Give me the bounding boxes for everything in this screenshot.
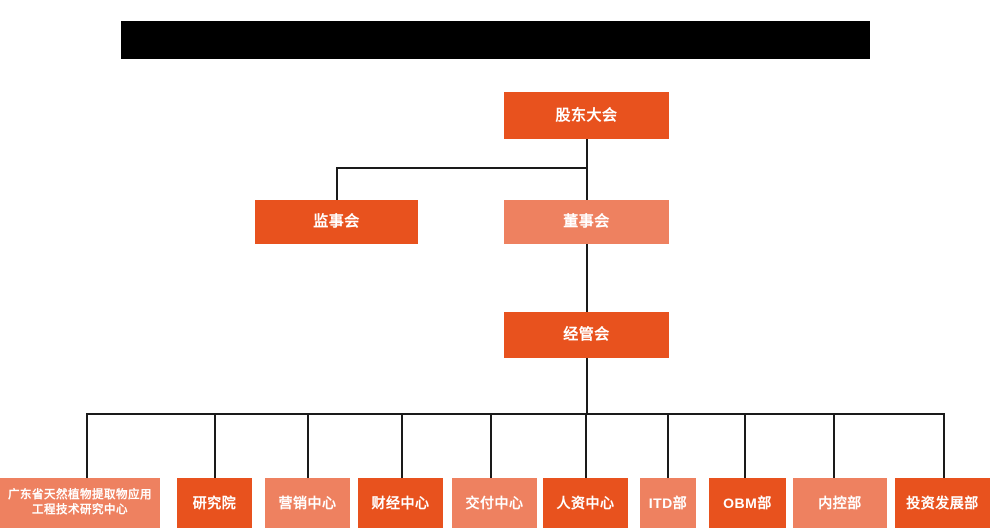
connector-drop-finance-center [401, 413, 403, 478]
node-obm-dept[interactable]: OBM部 [709, 478, 786, 528]
connector-level1-bus [336, 167, 588, 169]
node-shareholders[interactable]: 股东大会 [504, 92, 669, 139]
node-management[interactable]: 经管会 [504, 312, 669, 358]
connector-directors-drop [586, 167, 588, 200]
connector-level4-bus [86, 413, 945, 415]
node-delivery-center[interactable]: 交付中心 [452, 478, 537, 528]
connector-drop-obm-dept [744, 413, 746, 478]
node-research-center[interactable]: 广东省天然植物提取物应用工程技术研究中心 [0, 478, 160, 528]
redacted-title-banner [121, 21, 870, 59]
node-supervisors[interactable]: 监事会 [255, 200, 418, 244]
connector-drop-marketing-center [307, 413, 309, 478]
connector-shareholders-stem [586, 138, 588, 169]
connector-drop-research-center [86, 413, 88, 478]
connector-drop-hr-center [585, 413, 587, 478]
node-investment-development-dept[interactable]: 投资发展部 [895, 478, 990, 528]
connector-drop-investment-development-dept [943, 413, 945, 478]
connector-management-stem [586, 358, 588, 415]
node-finance-center[interactable]: 财经中心 [358, 478, 443, 528]
connector-drop-institute [214, 413, 216, 478]
node-marketing-center[interactable]: 营销中心 [265, 478, 350, 528]
node-hr-center[interactable]: 人资中心 [543, 478, 628, 528]
node-institute[interactable]: 研究院 [177, 478, 252, 528]
connector-drop-delivery-center [490, 413, 492, 478]
node-internal-control-dept[interactable]: 内控部 [793, 478, 887, 528]
node-directors[interactable]: 董事会 [504, 200, 669, 244]
connector-supervisors-drop [336, 167, 338, 200]
connector-drop-internal-control-dept [833, 413, 835, 478]
node-itd-dept[interactable]: ITD部 [640, 478, 696, 528]
connector-drop-itd-dept [667, 413, 669, 478]
connector-directors-to-management [586, 242, 588, 312]
